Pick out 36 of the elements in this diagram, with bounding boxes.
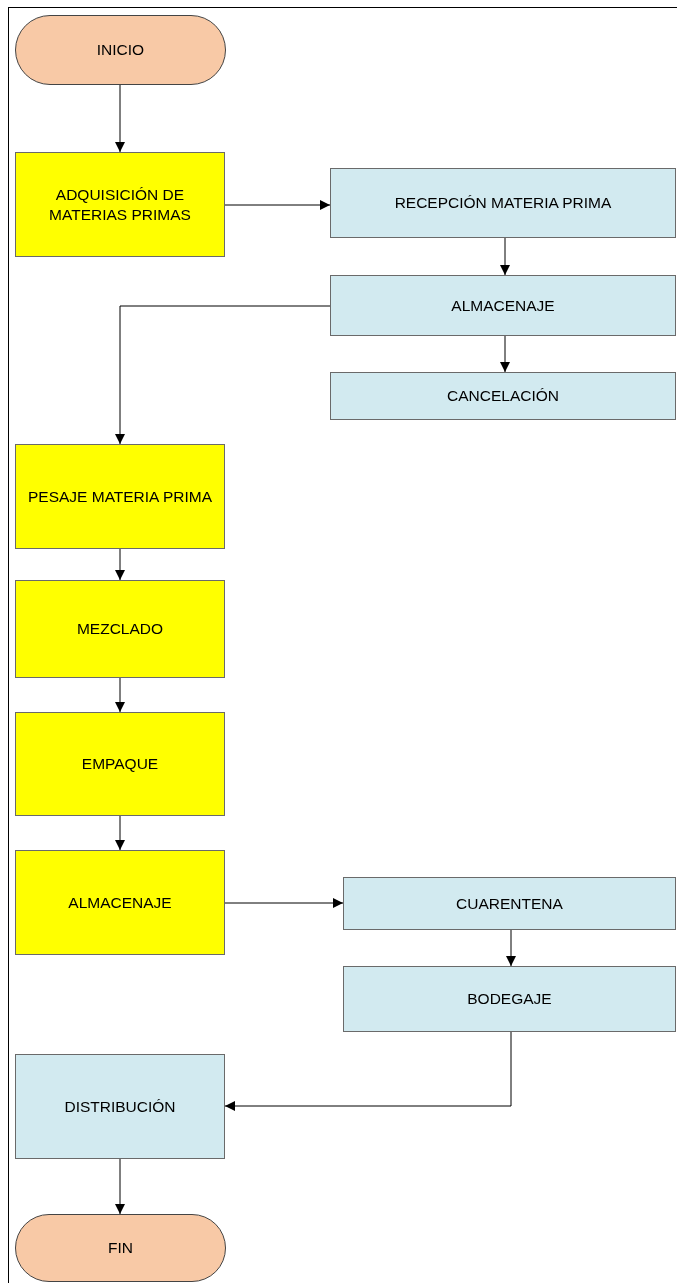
node-label: RECEPCIÓN MATERIA PRIMA [394, 193, 612, 213]
process-box [15, 580, 225, 678]
node-label: CANCELACIÓN [447, 386, 559, 406]
arrow [500, 237, 510, 276]
arrow [224, 898, 344, 908]
node-label: ALMACENAJE [68, 892, 172, 913]
node-label: PESAJE MATERIA PRIMA [27, 486, 212, 507]
process-box [330, 372, 676, 420]
process-box [343, 877, 676, 930]
arrow [115, 548, 125, 581]
node-label: ALMACENAJE [451, 295, 555, 316]
node-label: INICIO [96, 40, 145, 60]
process-box [15, 712, 225, 816]
process-box [15, 850, 225, 955]
arrow [224, 200, 331, 210]
process-box [15, 444, 225, 549]
process-box [15, 152, 225, 257]
arrow [115, 1158, 125, 1215]
node-label: CUARENTENA [456, 893, 563, 914]
arrow [224, 1031, 512, 1111]
process-box [15, 1054, 225, 1159]
node-label: FIN [108, 1238, 133, 1258]
arrow [115, 677, 125, 713]
process-box [330, 168, 676, 238]
node-label: ADQUISICIÓN DE MATERIAS PRIMAS [48, 185, 192, 224]
arrow [115, 84, 125, 153]
node-label: BODEGAJE [467, 989, 552, 1009]
node-label: MEZCLADO [76, 619, 164, 639]
arrow [115, 305, 331, 445]
arrow [506, 929, 516, 967]
process-box [343, 966, 676, 1032]
process-box [330, 275, 676, 336]
node-label: DISTRIBUCIÓN [64, 1096, 176, 1117]
arrow [115, 815, 125, 851]
node-label: EMPAQUE [81, 754, 159, 774]
arrow [500, 335, 510, 373]
